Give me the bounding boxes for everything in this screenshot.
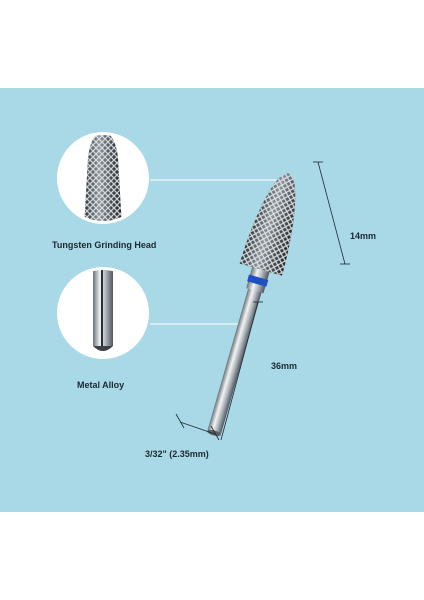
label-tungsten-head: Tungsten Grinding Head (52, 240, 157, 250)
dimension-shank (220, 301, 263, 441)
shank-closeup-circle (57, 267, 149, 359)
product-panel: Tungsten Grinding Head Metal Alloy 14mm … (0, 88, 424, 512)
label-head-length: 14mm (350, 231, 377, 241)
dimension-diameter (175, 413, 220, 441)
blue-ring (247, 274, 269, 287)
head-closeup-circle (57, 132, 149, 224)
label-shank-diameter: 3/32" (2.35mm) (145, 449, 209, 459)
label-metal-alloy: Metal Alloy (77, 380, 125, 390)
product-illustration (57, 132, 350, 441)
label-shank-length: 36mm (271, 361, 298, 371)
dimension-head (313, 161, 350, 265)
drill-bit (207, 167, 310, 437)
